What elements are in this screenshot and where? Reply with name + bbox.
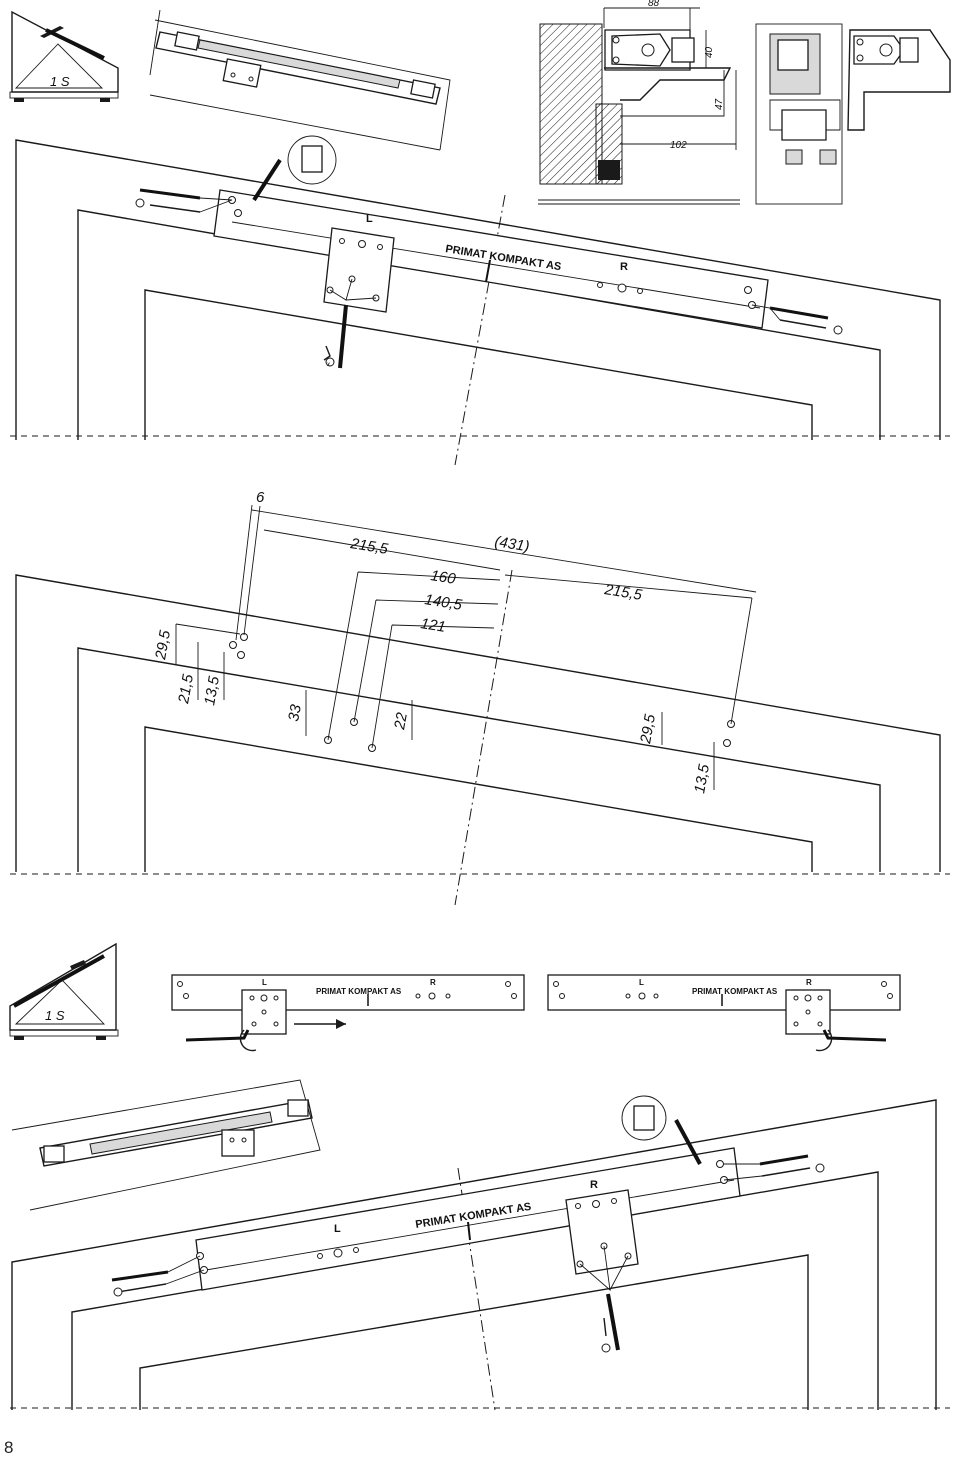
- label-r-bottom: R: [590, 1179, 598, 1191]
- door-frame-middle: [10, 569, 950, 906]
- dim-140: 140,5: [423, 591, 463, 614]
- mounting-icon-top: 1 S: [9, 10, 119, 102]
- label-l-left: L: [262, 978, 267, 987]
- dim-102: 102: [670, 140, 687, 151]
- fastener-details-top: [135, 135, 843, 335]
- plate-brand-right: PRIMAT KOMPAKT AS: [692, 987, 778, 996]
- mounting-icon-bottom: 1 S: [9, 942, 119, 1040]
- screw-marker: x: [326, 362, 331, 368]
- dim-47: 47: [714, 98, 725, 110]
- label-r-left: R: [430, 978, 436, 987]
- dim-121: 121: [419, 615, 446, 636]
- dim-88: 88: [648, 0, 660, 9]
- dim-22: 22: [391, 711, 411, 732]
- dim-33: 33: [285, 703, 305, 723]
- dim-21: 21,5: [175, 672, 197, 705]
- dim-215-right: 215,5: [602, 581, 643, 604]
- section-detail-profile: [755, 23, 951, 205]
- label-r-right: R: [806, 978, 812, 987]
- mounting-plate-bottom: PRIMAT KOMPAKT AS L R: [195, 1147, 741, 1291]
- closer-detail-bottom: [11, 1079, 321, 1211]
- dim-160: 160: [429, 567, 457, 588]
- label-r-top: R: [620, 261, 628, 273]
- dim-40: 40: [704, 46, 715, 58]
- plate-right-orientation: PRIMAT KOMPAKT AS L R: [547, 974, 901, 1052]
- dim-29-left: 29,5: [152, 628, 174, 661]
- dim-431: (431): [493, 533, 530, 555]
- page-number: 8: [4, 1438, 14, 1457]
- dim-215-left: 215,5: [348, 535, 389, 558]
- plate-brand-left: PRIMAT KOMPAKT AS: [316, 987, 402, 996]
- label-l-top: L: [366, 213, 373, 225]
- plate-left-orientation: PRIMAT KOMPAKT AS L R: [171, 974, 525, 1052]
- mounting-badge: 1 S: [50, 74, 70, 89]
- door-frame-top: [10, 139, 950, 466]
- arm-bracket-top: x: [323, 227, 395, 369]
- dim-29-right: 29,5: [637, 712, 659, 745]
- dim-13-right: 13,5: [691, 762, 713, 794]
- drill-holes: [229, 633, 735, 752]
- fastener-details-bottom: [111, 1095, 825, 1297]
- mounting-plate-top: PRIMAT KOMPAKT AS L R: [213, 189, 769, 329]
- dim-13-left: 13,5: [201, 674, 223, 706]
- label-l-bottom: L: [334, 1223, 341, 1235]
- dim-6: 6: [256, 489, 265, 506]
- mounting-badge-bottom: 1 S: [45, 1008, 65, 1023]
- section-detail-wood: 88 40 47 102: [538, 0, 740, 205]
- drill-dimensions: 6 215,5 (431) 215,5 160 140,5 121 29,5 2…: [152, 489, 757, 795]
- arm-bracket-bottom: [565, 1189, 639, 1353]
- label-l-right: L: [639, 978, 644, 987]
- closer-detail-top: [149, 9, 451, 151]
